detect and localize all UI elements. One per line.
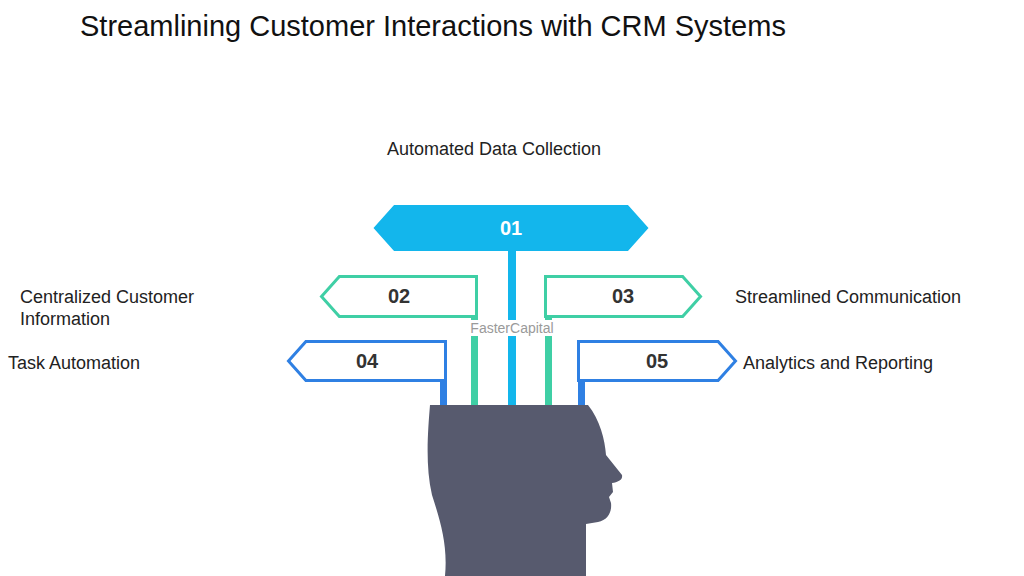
signpost-pole — [578, 381, 585, 407]
callout-number: 02 — [320, 275, 478, 318]
signpost-sign: Streamlined Communication03 — [544, 275, 702, 318]
watermark: FasterCapital — [467, 320, 556, 336]
signpost-label: Streamlined Communication — [735, 286, 1015, 308]
signpost-label: Automated Data Collection — [294, 138, 694, 160]
signpost-sign: Centralized Customer Information02 — [320, 275, 478, 318]
signpost-label: Task Automation — [8, 352, 268, 374]
head-silhouette — [428, 405, 623, 576]
signpost-pole — [440, 381, 447, 407]
signpost-sign: Automated Data Collection01 — [374, 205, 648, 251]
callout-number: 05 — [577, 340, 737, 382]
diagram-title: Streamlining Customer Interactions with … — [80, 10, 786, 43]
callout-number: 04 — [287, 340, 447, 382]
callout-number: 03 — [544, 275, 702, 318]
callout-number: 01 — [374, 205, 648, 251]
signpost-label: Centralized Customer Information — [20, 286, 250, 330]
signpost-sign: Analytics and Reporting05 — [577, 340, 737, 382]
signpost-sign: Task Automation04 — [287, 340, 447, 382]
signpost-label: Analytics and Reporting — [743, 352, 1013, 374]
